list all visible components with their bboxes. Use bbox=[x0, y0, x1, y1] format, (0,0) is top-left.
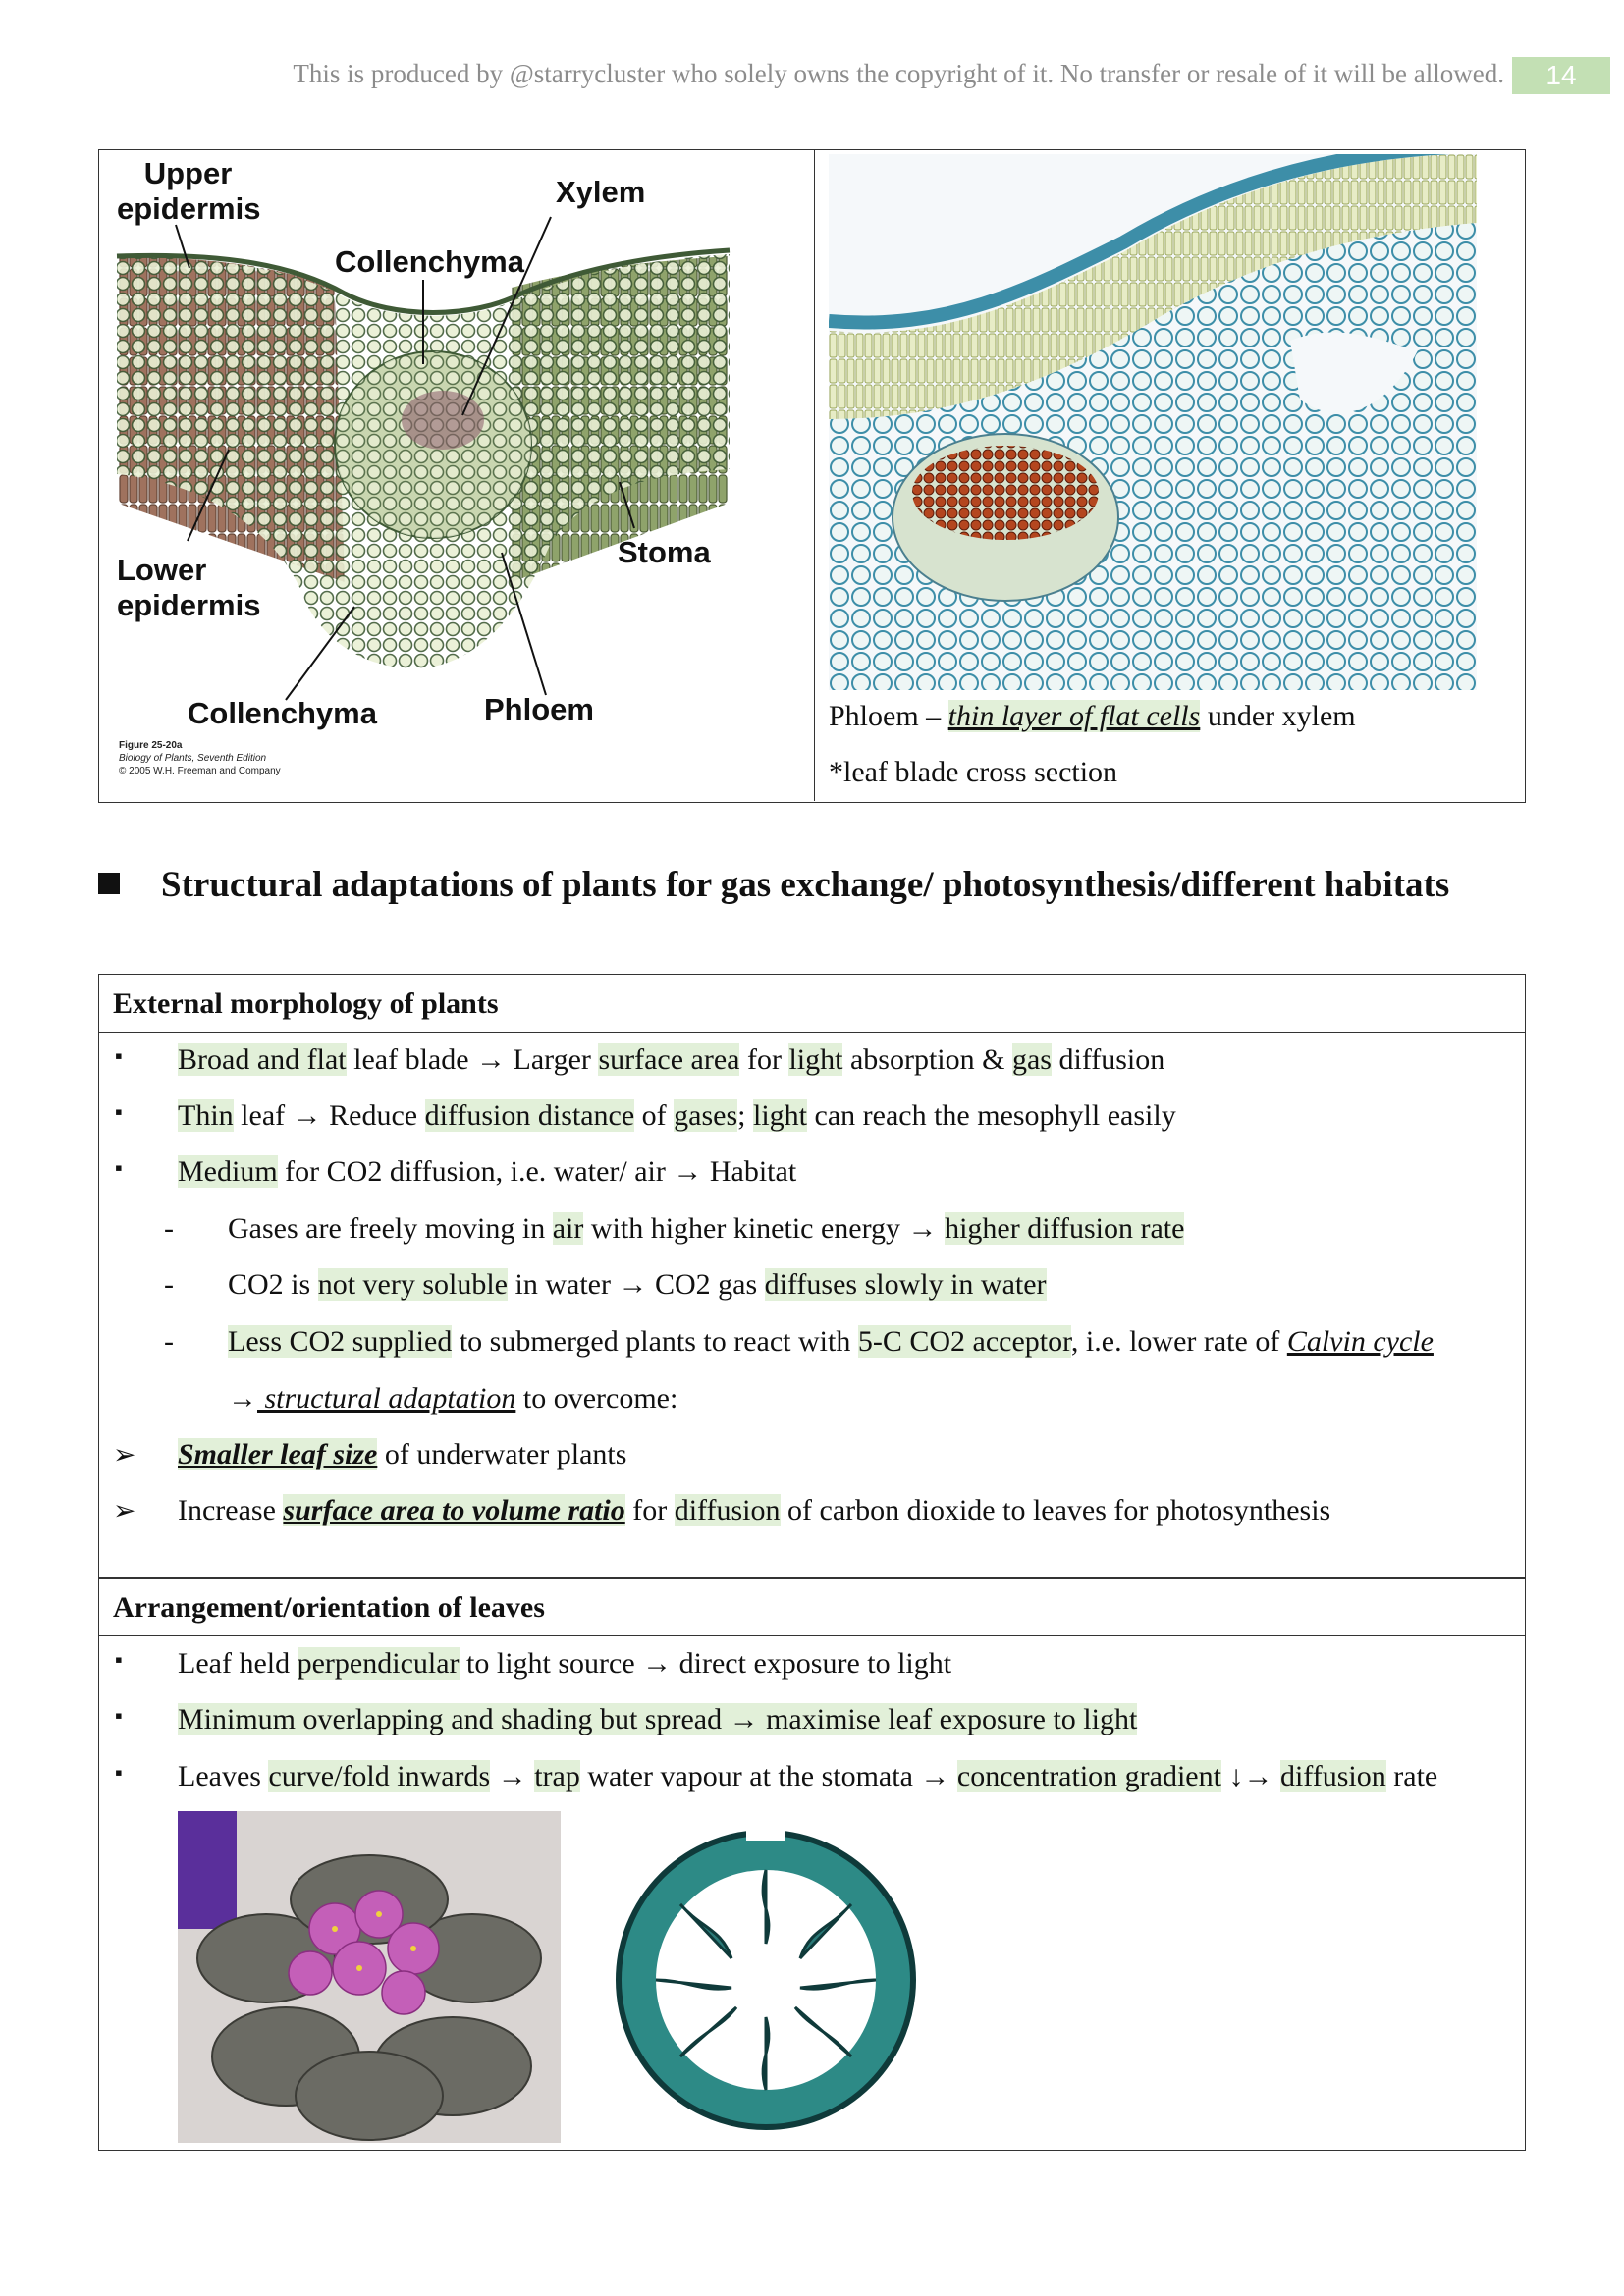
hl: higher diffusion rate bbox=[945, 1212, 1185, 1245]
page-header: This is produced by @starrycluster who s… bbox=[0, 57, 1624, 96]
african-violet-photo bbox=[178, 1811, 561, 2143]
square-marker-icon: ▪ bbox=[115, 1760, 123, 1785]
em: structural adaptation bbox=[257, 1382, 516, 1415]
label-upper-epidermis: Upper epidermis bbox=[117, 156, 261, 226]
square-marker-icon: ▪ bbox=[115, 1155, 123, 1180]
hl: trap bbox=[534, 1760, 580, 1792]
hl: gases bbox=[674, 1099, 738, 1132]
hl: diffusion bbox=[1279, 1760, 1386, 1792]
t: Increase bbox=[178, 1494, 284, 1526]
section-title-text: Structural adaptations of plants for gas… bbox=[161, 865, 1450, 905]
t: CO2 is bbox=[228, 1268, 318, 1301]
t: in water → CO2 gas bbox=[508, 1268, 765, 1301]
micrograph-caption: Phloem – thin layer of flat cells under … bbox=[829, 700, 1356, 733]
hl: air bbox=[552, 1212, 584, 1245]
figure-table: Upper epidermis Xylem Collenchyma Lower … bbox=[98, 149, 1526, 803]
hl: light bbox=[788, 1043, 843, 1076]
t: diffusion bbox=[1051, 1043, 1165, 1076]
square-bullet-icon bbox=[98, 873, 120, 894]
label-lower-epidermis: Lower epidermis bbox=[117, 553, 261, 622]
hl: concentration gradient bbox=[956, 1760, 1221, 1792]
arrangement-box: Arrangement/orientation of leaves ▪ Leaf… bbox=[98, 1577, 1526, 2151]
leaf-cross-section-diagram bbox=[116, 216, 731, 701]
leaf-blade-micrograph bbox=[829, 154, 1477, 690]
square-marker-icon: ▪ bbox=[115, 1703, 123, 1728]
arrangement-heading: Arrangement/orientation of leaves bbox=[99, 1578, 1525, 1636]
dash-marker: - bbox=[164, 1325, 174, 1358]
t: with higher kinetic energy → bbox=[583, 1212, 946, 1245]
dash-marker: - bbox=[164, 1212, 174, 1245]
t: absorption & bbox=[842, 1043, 1012, 1076]
t: of carbon dioxide to leaves for photosyn… bbox=[780, 1494, 1331, 1526]
figure-number: Figure 25-20a bbox=[119, 740, 183, 751]
caption-suffix: under xylem bbox=[1200, 700, 1356, 732]
t: Leaves bbox=[178, 1760, 269, 1792]
hl: not very soluble bbox=[317, 1268, 508, 1301]
arrow-bullet-icon: ➢ bbox=[113, 1496, 136, 1526]
dash-marker: - bbox=[164, 1268, 174, 1301]
t: rate bbox=[1385, 1760, 1438, 1792]
t: for bbox=[624, 1494, 675, 1526]
caption-prefix: Phloem – bbox=[829, 700, 948, 732]
hl: Less CO2 supplied bbox=[228, 1325, 453, 1358]
t: Gases are freely moving in bbox=[228, 1212, 553, 1245]
figure-credit: Figure 25-20a Biology of Plants, Seventh… bbox=[119, 739, 281, 777]
copyright-notice: This is produced by @starrycluster who s… bbox=[293, 59, 1504, 88]
hl: diffusion bbox=[674, 1494, 781, 1526]
t: of underwater plants bbox=[377, 1438, 627, 1470]
figure-copyright: © 2005 W.H. Freeman and Company bbox=[119, 766, 281, 776]
hl: surface area bbox=[598, 1043, 740, 1076]
section-heading: Structural adaptations of plants for gas… bbox=[98, 864, 1526, 906]
caption-emphasis: thin layer of flat cells bbox=[947, 700, 1201, 732]
t: leaf blade → Larger bbox=[346, 1043, 599, 1076]
t: to submerged plants to react with bbox=[452, 1325, 858, 1358]
t: for bbox=[739, 1043, 789, 1076]
external-morphology-heading: External morphology of plants bbox=[99, 975, 1525, 1033]
t: ↓→ bbox=[1220, 1760, 1280, 1792]
micrograph-cell: Phloem – thin layer of flat cells under … bbox=[815, 150, 1524, 801]
hl: Broad and flat bbox=[178, 1043, 347, 1076]
hl: diffuses slowly in water bbox=[764, 1268, 1047, 1301]
t: for CO2 diffusion, i.e. water/ air → Hab… bbox=[277, 1155, 797, 1188]
micrograph-note: *leaf blade cross section bbox=[829, 756, 1118, 788]
hl: Minimum overlapping and shading but spre… bbox=[178, 1703, 1138, 1735]
arrow-bullet-icon: ➢ bbox=[113, 1440, 136, 1470]
t: → bbox=[490, 1760, 535, 1792]
t: leaf → Reduce bbox=[233, 1099, 425, 1132]
hl: diffusion distance bbox=[424, 1099, 635, 1132]
hl: Medium bbox=[178, 1155, 278, 1188]
label-collenchyma-top: Collenchyma bbox=[335, 244, 524, 279]
hl: 5-C CO2 acceptor bbox=[857, 1325, 1071, 1358]
hl: gas bbox=[1011, 1043, 1052, 1076]
t: water vapour at the stomata → bbox=[579, 1760, 957, 1792]
t: to light source → direct exposure to lig… bbox=[459, 1647, 952, 1680]
figure-book: Biology of Plants, Seventh Edition bbox=[119, 753, 267, 764]
square-marker-icon: ▪ bbox=[115, 1099, 123, 1124]
t: ; bbox=[737, 1099, 753, 1132]
t: of bbox=[634, 1099, 675, 1132]
hl: perpendicular bbox=[297, 1647, 460, 1680]
square-marker-icon: ▪ bbox=[115, 1043, 123, 1068]
rolled-leaf-cross-section bbox=[574, 1811, 957, 2143]
external-morphology-box: External morphology of plants ▪ Broad an… bbox=[98, 974, 1526, 1579]
em: Smaller leaf size bbox=[178, 1438, 378, 1470]
t: Leaf held bbox=[178, 1647, 298, 1680]
hl: Thin bbox=[178, 1099, 234, 1132]
label-xylem: Xylem bbox=[556, 175, 646, 209]
arrow: → bbox=[228, 1382, 257, 1415]
square-marker-icon: ▪ bbox=[115, 1647, 123, 1672]
label-phloem: Phloem bbox=[484, 692, 594, 726]
em: Calvin cycle bbox=[1286, 1325, 1434, 1358]
hl: light bbox=[753, 1099, 808, 1132]
t: can reach the mesophyll easily bbox=[807, 1099, 1176, 1132]
page-number: 14 bbox=[1512, 57, 1610, 94]
t: to overcome: bbox=[515, 1382, 678, 1415]
label-stoma: Stoma bbox=[618, 535, 711, 569]
t: , i.e. lower rate of bbox=[1070, 1325, 1287, 1358]
leaf-diagram-cell: Upper epidermis Xylem Collenchyma Lower … bbox=[99, 150, 815, 801]
label-collenchyma-bottom: Collenchyma bbox=[188, 696, 377, 730]
hl: curve/fold inwards bbox=[268, 1760, 491, 1792]
em: surface area to volume ratio bbox=[283, 1494, 625, 1526]
